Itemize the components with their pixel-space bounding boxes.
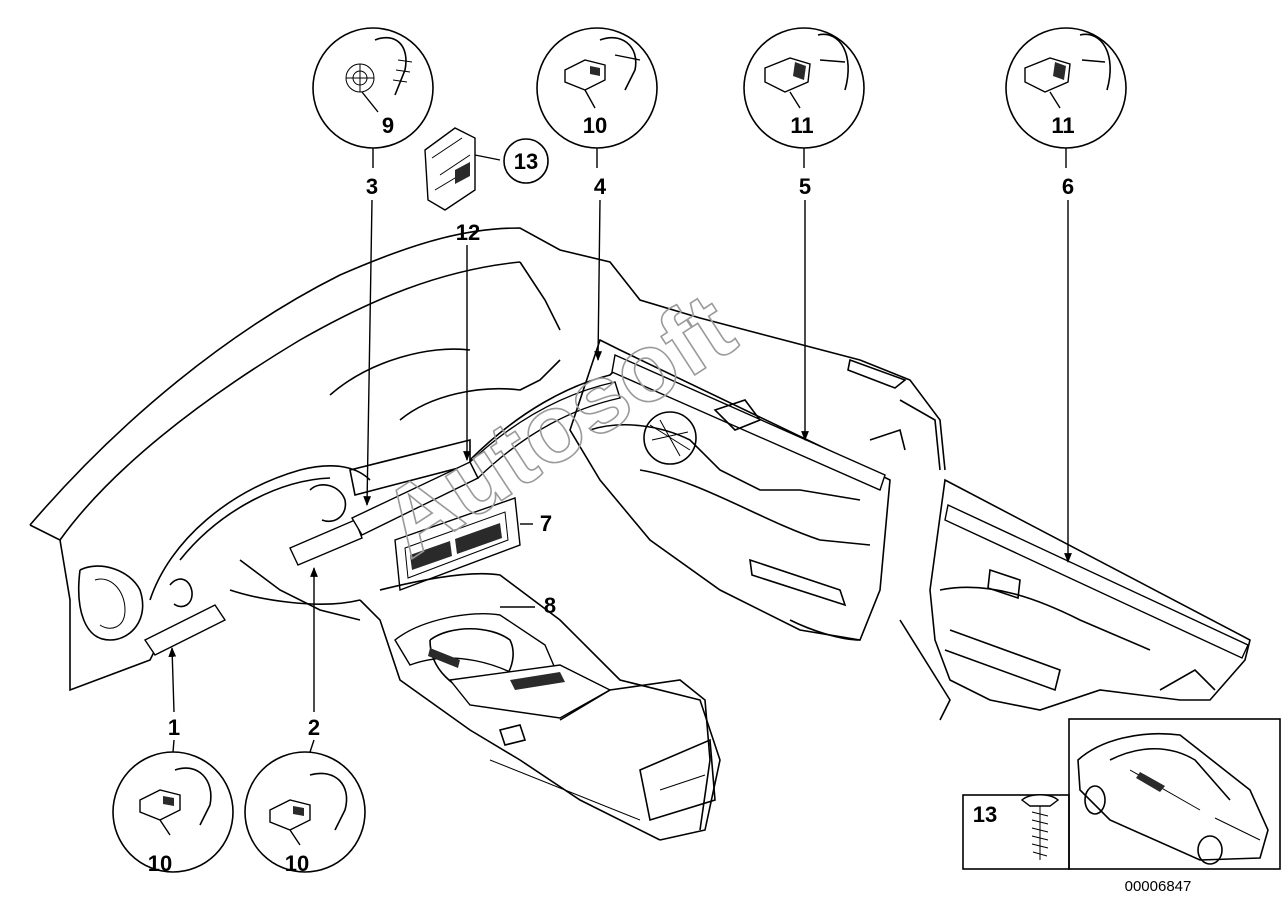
callout-5: 5 xyxy=(799,174,811,199)
callout-10-top: 10 xyxy=(583,113,607,138)
callout-11-middle: 11 xyxy=(790,113,813,138)
detail-circle-10-bottom-left xyxy=(112,751,234,873)
callout-9: 9 xyxy=(382,113,394,138)
dashboard-illustration xyxy=(29,227,946,692)
callout-10-bottom-right: 10 xyxy=(285,851,309,876)
inset-box-13: 13 xyxy=(962,794,1070,870)
car-location-icon xyxy=(1077,732,1269,865)
screw-icon xyxy=(1020,794,1060,860)
callout-2: 2 xyxy=(308,715,320,740)
detail-circle-10-bottom-right xyxy=(244,751,366,873)
inset-callout-13: 13 xyxy=(973,802,997,827)
watermark-text: Autosoft xyxy=(363,273,752,578)
callout-12: 12 xyxy=(456,220,480,245)
callout-13-circle: 13 xyxy=(514,149,538,174)
callout-3: 3 xyxy=(366,174,378,199)
inset-box-car-location xyxy=(1068,718,1281,870)
detail-circle-9 xyxy=(312,27,434,149)
callout-1: 1 xyxy=(168,715,180,740)
front-door-illustration xyxy=(569,338,941,641)
callout-11-right: 11 xyxy=(1051,113,1074,138)
callout-10-bottom-left: 10 xyxy=(148,851,172,876)
callout-7: 7 xyxy=(540,511,552,536)
document-number: 00006847 xyxy=(1125,878,1192,895)
callout-8: 8 xyxy=(544,593,556,618)
callout-4: 4 xyxy=(594,174,607,199)
clip-part-12 xyxy=(424,127,549,211)
leader-lines xyxy=(168,148,1072,753)
rear-door-illustration xyxy=(899,478,1251,721)
center-console-illustration xyxy=(359,572,721,841)
callout-6: 6 xyxy=(1062,174,1074,199)
callout-labels: 9 10 11 11 13 3 4 5 6 12 7 8 1 2 10 10 xyxy=(148,113,1075,876)
